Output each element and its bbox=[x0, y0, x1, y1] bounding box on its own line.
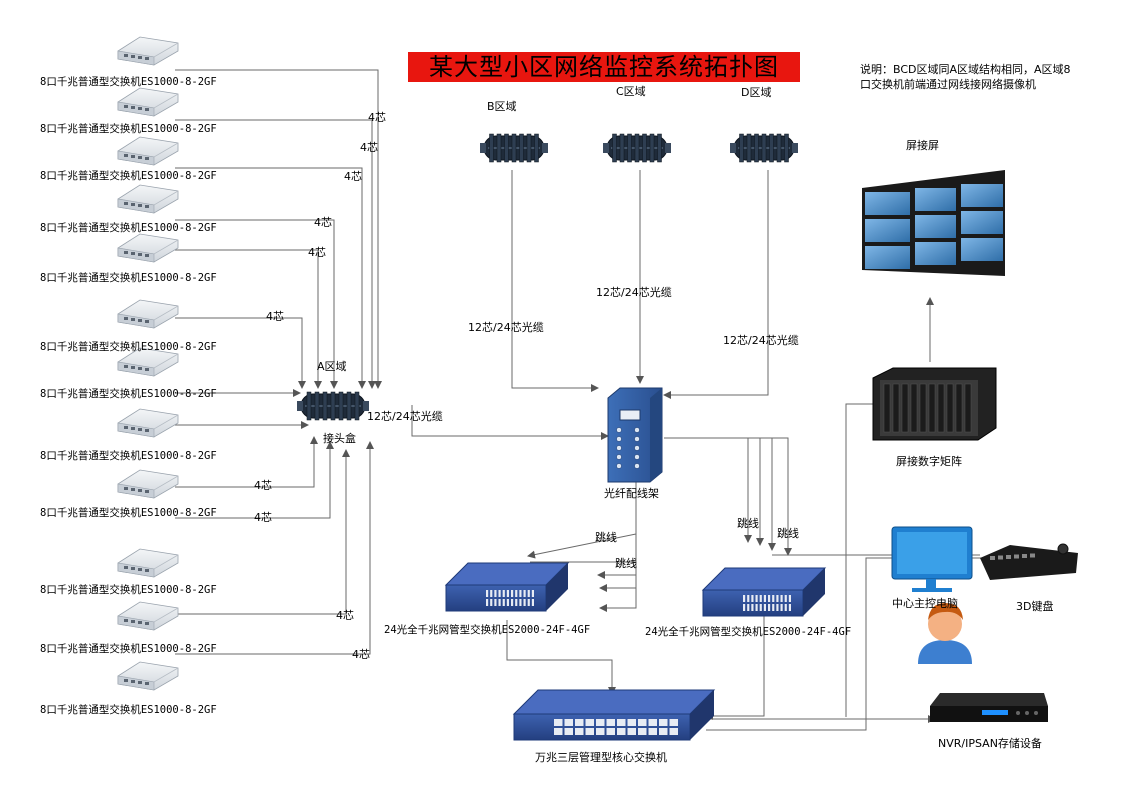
core-count-label: 4芯 bbox=[254, 511, 272, 524]
video-wall-icon bbox=[862, 170, 1005, 276]
nvr-label: NVR/IPSAN存储设备 bbox=[938, 737, 1042, 750]
connection-lines bbox=[175, 69, 990, 731]
zone-a-label: A区域 bbox=[317, 360, 347, 373]
jumper-line bbox=[599, 588, 637, 612]
access-switch-icon bbox=[117, 661, 179, 691]
aggregation-switch-left-icon bbox=[444, 562, 570, 612]
uplink-line bbox=[705, 605, 765, 720]
access-switch-label: 8口千兆普通型交换机ES1000-8-2GF bbox=[40, 76, 217, 88]
matrix-feed-line bbox=[845, 403, 873, 717]
operator-person-icon bbox=[918, 603, 972, 664]
zone-b-cable-label: 12芯/24芯光缆 bbox=[468, 321, 544, 334]
jumper-line bbox=[599, 575, 637, 592]
aggregation-switch-right-icon bbox=[701, 567, 827, 617]
fiber-12-24-line bbox=[411, 405, 609, 440]
zone-d-splice-box bbox=[730, 133, 798, 163]
fiber-4core-line bbox=[175, 249, 322, 389]
pc-label: 中心主控电脑 bbox=[892, 597, 958, 610]
fiber-4core-line bbox=[175, 167, 366, 389]
access-switch-label: 8口千兆普通型交换机ES1000-8-2GF bbox=[40, 123, 217, 135]
access-switch-icon bbox=[117, 184, 179, 214]
core-count-label: 4芯 bbox=[360, 141, 378, 154]
diagram-note: 说明：BCD区域同A区域结构相同，A区域8口交换机前端通过网线接网络摄像机 bbox=[860, 63, 1071, 91]
access-switch-label: 8口千兆普通型交换机ES1000-8-2GF bbox=[40, 272, 217, 284]
fiber-4core-line bbox=[175, 317, 306, 389]
zone-d-label: D区域 bbox=[741, 86, 772, 99]
zone-a-cable-label: 12芯/24芯光缆 bbox=[367, 410, 443, 423]
fiber-distribution-frame-icon bbox=[607, 387, 663, 483]
video-wall-label: 屏接屏 bbox=[906, 139, 939, 152]
access-switch-label: 8口千兆普通型交换机ES1000-8-2GF bbox=[40, 388, 217, 400]
fiber-4core-line bbox=[175, 441, 374, 655]
jumper-line bbox=[664, 437, 752, 543]
fiber-12-24-line bbox=[663, 170, 769, 399]
zone-c-cable-label: 12芯/24芯光缆 bbox=[596, 286, 672, 299]
zone-b-splice-box bbox=[480, 133, 548, 163]
devices-layer bbox=[117, 36, 1078, 741]
matrix-label: 屏接数字矩阵 bbox=[896, 455, 962, 468]
access-switch-icon bbox=[117, 136, 179, 166]
zone-b-label: B区域 bbox=[487, 100, 517, 113]
access-switch-icon bbox=[117, 408, 179, 438]
access-switch-label: 8口千兆普通型交换机ES1000-8-2GF bbox=[40, 170, 217, 182]
fiber-12-24-line bbox=[511, 170, 599, 392]
access-switch-label: 8口千兆普通型交换机ES1000-8-2GF bbox=[40, 643, 217, 655]
access-switch-icon bbox=[117, 87, 179, 117]
zone-c-splice-box bbox=[603, 133, 671, 163]
agg-switch-left-label: 24光全千兆网管型交换机ES2000-24F-4GF bbox=[384, 624, 591, 636]
core-switch-icon bbox=[512, 689, 716, 741]
nvr-storage-icon bbox=[930, 693, 1048, 722]
agg-switch-right-label: 24光全千兆网管型交换机ES2000-24F-4GF bbox=[645, 626, 852, 638]
fiber-4core-line bbox=[175, 449, 350, 615]
monitor-icon bbox=[891, 526, 973, 592]
ptz-keyboard-icon bbox=[980, 543, 1078, 580]
jumper-line bbox=[664, 437, 776, 551]
access-switch-icon bbox=[117, 36, 179, 66]
fiber-4core-line bbox=[175, 219, 338, 389]
access-switch-label: 8口千兆普通型交换机ES1000-8-2GF bbox=[40, 584, 217, 596]
core-to-pc-line bbox=[706, 557, 894, 731]
splice-box-label: 接头盒 bbox=[323, 432, 356, 445]
access-switch-icon bbox=[117, 299, 179, 329]
access-switch-label: 8口千兆普通型交换机ES1000-8-2GF bbox=[40, 222, 217, 234]
zone-c-label: C区域 bbox=[616, 85, 646, 98]
access-switch-label: 8口千兆普通型交换机ES1000-8-2GF bbox=[40, 341, 217, 353]
jumper-label: 跳线 bbox=[777, 527, 799, 540]
access-switch-icon bbox=[117, 233, 179, 263]
digital-matrix-icon bbox=[872, 367, 997, 441]
core-count-label: 4芯 bbox=[308, 246, 326, 259]
core-count-label: 4芯 bbox=[368, 111, 386, 124]
uplink-line bbox=[506, 620, 616, 695]
core-count-label: 4芯 bbox=[344, 170, 362, 183]
zone-a-splice-box bbox=[297, 391, 369, 421]
access-switch-label: 8口千兆普通型交换机ES1000-8-2GF bbox=[40, 704, 217, 716]
core-switch-label: 万兆三层管理型核心交换机 bbox=[535, 751, 667, 764]
core-count-label: 4芯 bbox=[336, 609, 354, 622]
access-switch-label: 8口千兆普通型交换机ES1000-8-2GF bbox=[40, 450, 217, 462]
core-count-label: 4芯 bbox=[254, 479, 272, 492]
odf-label: 光纤配线架 bbox=[604, 487, 659, 500]
access-switch-icon bbox=[117, 347, 179, 377]
jumper-label: 跳线 bbox=[595, 531, 617, 544]
fiber-4core-line bbox=[175, 441, 334, 519]
core-count-label: 4芯 bbox=[314, 216, 332, 229]
core-count-label: 4芯 bbox=[266, 310, 284, 323]
access-switch-icon bbox=[117, 601, 179, 631]
core-count-label: 4芯 bbox=[352, 648, 370, 661]
jumper-label: 跳线 bbox=[737, 517, 759, 530]
zone-d-cable-label: 12芯/24芯光缆 bbox=[723, 334, 799, 347]
fiber-4core-line bbox=[175, 69, 382, 389]
diagram-title: 某大型小区网络监控系统拓扑图 bbox=[408, 52, 800, 82]
access-switch-icon bbox=[117, 469, 179, 499]
fiber-4core-line bbox=[175, 436, 318, 488]
keyboard-label: 3D键盘 bbox=[1016, 600, 1054, 613]
access-switch-icon bbox=[117, 548, 179, 578]
fiber-4core-line bbox=[175, 119, 376, 389]
jumper-label: 跳线 bbox=[615, 557, 637, 570]
access-switch-label: 8口千兆普通型交换机ES1000-8-2GF bbox=[40, 507, 217, 519]
jumper-line bbox=[664, 437, 792, 556]
